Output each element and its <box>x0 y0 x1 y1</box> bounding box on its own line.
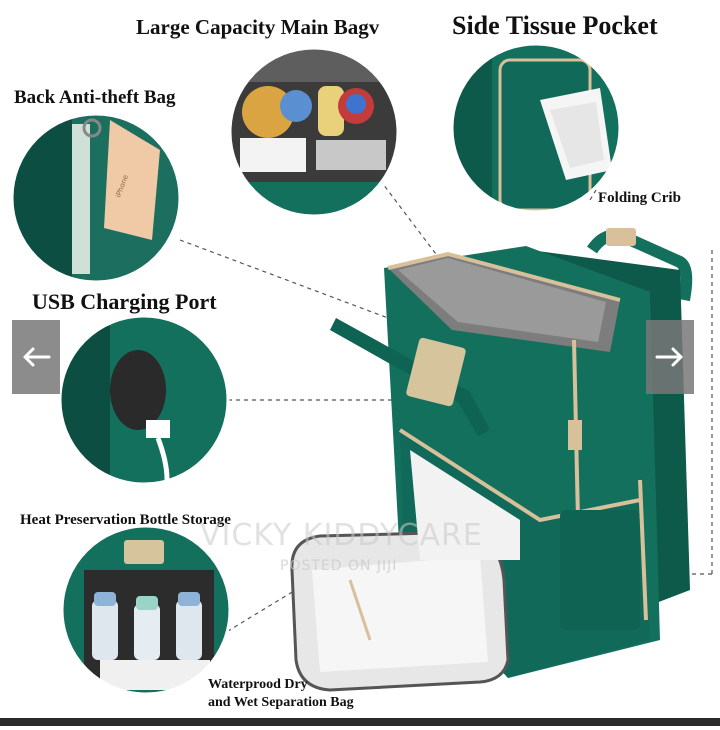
next-image-button[interactable] <box>646 320 694 394</box>
label-wet-bag: Waterprood Dry and Wet Separation Bag <box>208 676 354 712</box>
label-heat-storage: Heat Preservation Bottle Storage <box>20 512 231 528</box>
label-side-pocket: Side Tissue Pocket <box>452 11 658 40</box>
watermark-brand: VICKY KIDDYCARE <box>200 518 483 553</box>
circle-side-pocket <box>452 44 620 212</box>
label-main-bag: Large Capacity Main Bagv <box>136 15 380 39</box>
circle-bottle-storage <box>62 526 230 694</box>
backpack-main <box>290 228 693 692</box>
label-usb-port: USB Charging Port <box>32 289 217 314</box>
arrow-left-icon <box>23 347 51 367</box>
arrow-right-icon <box>655 347 683 367</box>
label-folding-crib: Folding Crib <box>598 190 681 206</box>
label-wet-bag-line2: and Wet Separation Bag <box>208 695 354 711</box>
label-wet-bag-line1: Waterprood Dry <box>208 677 308 692</box>
prev-image-button[interactable] <box>12 320 60 394</box>
watermark-posted: POSTED ON JIJI <box>280 558 398 574</box>
label-back-bag: Back Anti-theft Bag <box>14 87 176 108</box>
bottom-bar <box>0 718 720 726</box>
